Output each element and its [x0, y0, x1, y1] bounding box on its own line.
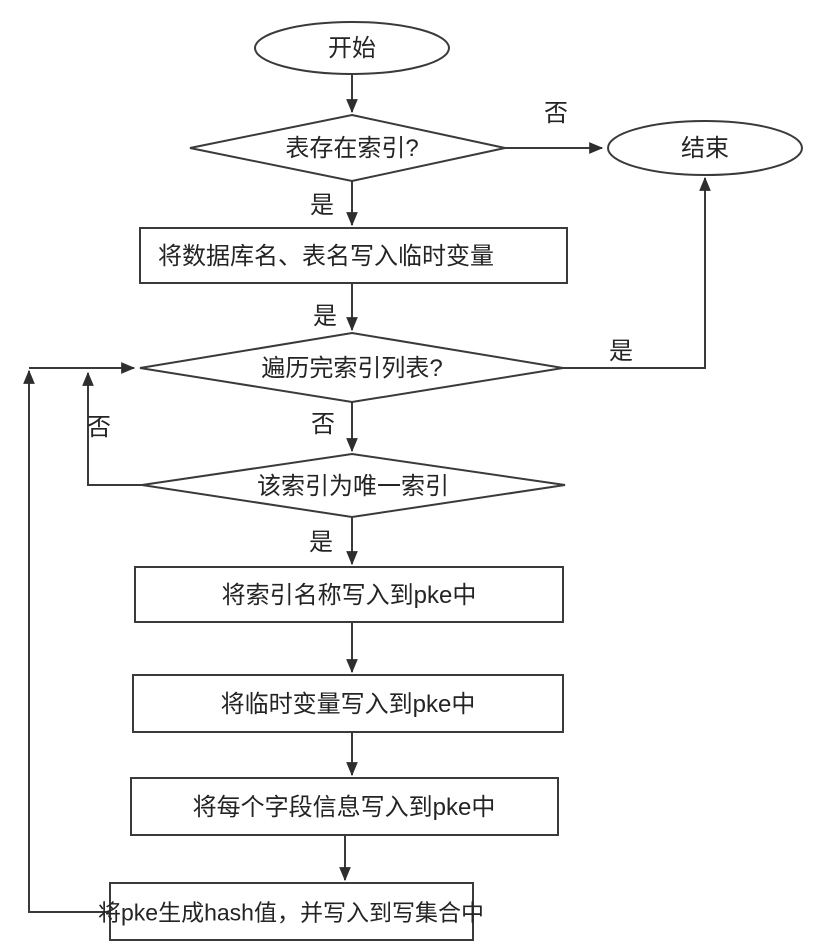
edge-label-yes-index-list-done: 是 [609, 338, 633, 365]
is-unique-index-diamond-shape [141, 452, 566, 519]
edge-hash-loopback-up [23, 369, 110, 913]
edge-index-list-yes-to-end [563, 176, 711, 369]
write-db-table-rect-shape [139, 227, 568, 284]
start-ellipse-shape [254, 21, 450, 75]
edge-label-yes-temp-to-index-list: 是 [313, 303, 337, 330]
write-field-info-label: 将每个字段信息写入到pke中 [192, 794, 496, 821]
end-ellipse-shape [607, 120, 803, 176]
is-unique-index-label: 该索引为唯一索引 [257, 473, 449, 500]
end-node-label: 结束 [681, 135, 729, 162]
write-index-name-rect-shape [134, 566, 564, 623]
gen-hash-rect-shape [109, 882, 474, 941]
gen-hash-label: 将pke生成hash值，并写入到写集合中 [98, 899, 484, 926]
write-index-name-label: 将索引名称写入到pke中 [221, 582, 477, 609]
write-field-info-rect-shape [130, 777, 559, 836]
edge-label-no-unique-index: 否 [87, 414, 111, 441]
table-has-index-label: 表存在索引? [285, 135, 419, 162]
index-list-done-diamond-shape [139, 331, 564, 404]
edge-label-no-index-list-done: 否 [311, 411, 335, 438]
edge-label-yes-unique-index: 是 [309, 529, 333, 556]
edge-label-yes-table-has-index: 是 [310, 192, 334, 219]
write-temp-vars-label: 将临时变量写入到pke中 [220, 691, 476, 718]
start-node-label: 开始 [328, 35, 376, 62]
edge-label-no-table-has-index: 否 [544, 100, 568, 127]
table-has-index-diamond-shape [189, 113, 506, 183]
edge-unique-no-loopback [82, 371, 142, 486]
write-temp-vars-rect-shape [132, 674, 564, 733]
write-db-table-label: 将数据库名、表名写入临时变量 [158, 243, 494, 270]
index-list-done-label: 遍历完索引列表? [261, 355, 443, 382]
